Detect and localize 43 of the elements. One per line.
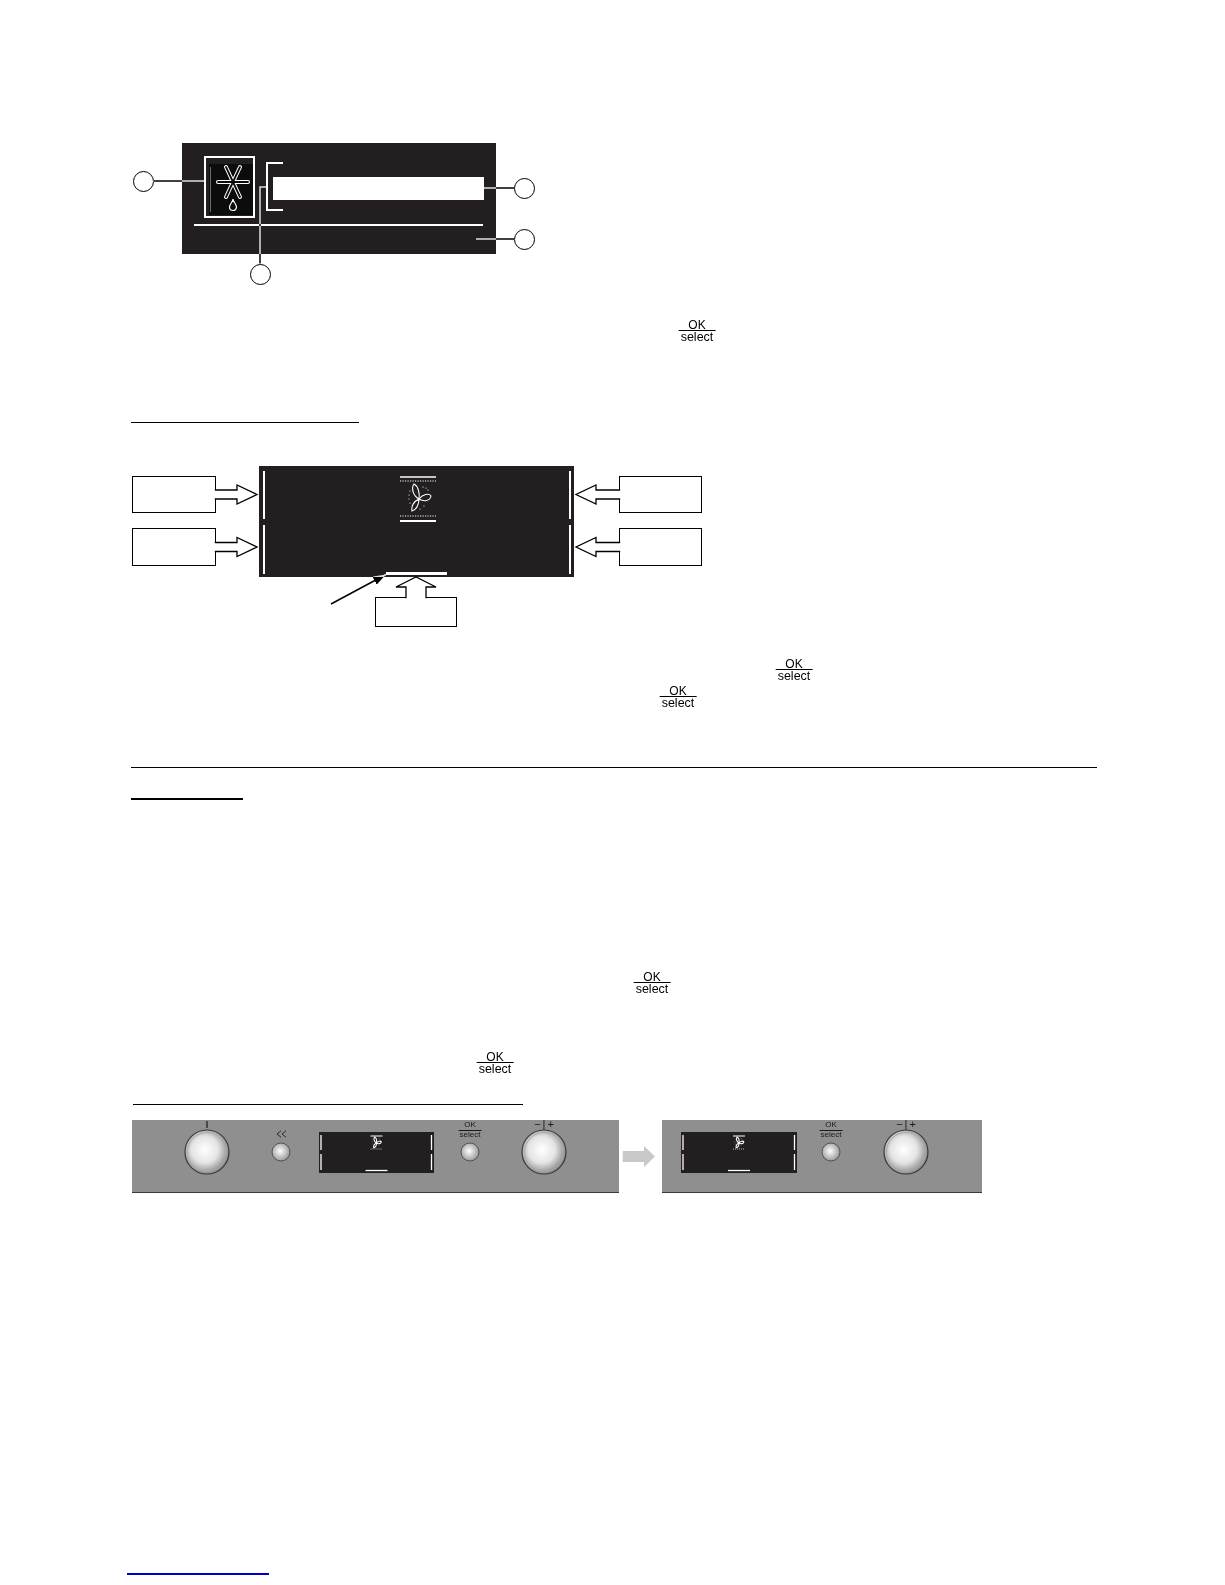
button-caption: OK xyxy=(464,1121,476,1129)
highlight-bar xyxy=(386,572,447,575)
blank-box xyxy=(375,597,457,627)
blank-box xyxy=(132,528,216,566)
control-panel xyxy=(132,1120,619,1193)
icon-frame xyxy=(204,156,255,218)
callout-circle xyxy=(132,170,154,192)
hollow-arrow xyxy=(574,536,621,558)
callout-circle xyxy=(514,177,535,199)
callout-circle xyxy=(249,263,271,285)
key-label: OK xyxy=(669,685,687,697)
hollow-arrow xyxy=(395,576,437,599)
leader-line xyxy=(475,238,515,240)
key-label: select xyxy=(659,696,697,711)
key-label: OK xyxy=(486,1051,504,1063)
key-label: select xyxy=(775,669,813,684)
dial-scale-label: −|+ xyxy=(533,1119,556,1130)
leader-line xyxy=(483,187,515,189)
blank-box xyxy=(619,476,702,513)
hollow-arrow xyxy=(214,483,259,506)
button-caption: select xyxy=(819,1130,843,1139)
blank-box xyxy=(132,476,216,513)
key-label: select xyxy=(633,982,671,997)
block-arrow xyxy=(622,1146,655,1167)
leader-line xyxy=(152,180,205,182)
key-label: OK xyxy=(643,971,661,983)
hollow-arrow xyxy=(214,536,259,558)
arrow xyxy=(330,573,387,605)
callout-circle xyxy=(514,228,535,250)
dial-scale-label: −|+ xyxy=(895,1119,918,1130)
display-screen xyxy=(182,143,496,254)
control-panel xyxy=(662,1120,982,1193)
button-caption: select xyxy=(458,1130,482,1139)
button-caption: OK xyxy=(825,1121,837,1129)
display-screen xyxy=(259,466,574,577)
hollow-arrow xyxy=(574,483,621,506)
key-label: OK xyxy=(688,319,706,331)
blank-box xyxy=(619,528,702,566)
highlight-bar xyxy=(273,177,484,200)
leader-line xyxy=(259,186,267,265)
key-label: OK xyxy=(785,658,803,670)
key-label: select xyxy=(678,330,716,345)
key-label: select xyxy=(476,1062,514,1077)
